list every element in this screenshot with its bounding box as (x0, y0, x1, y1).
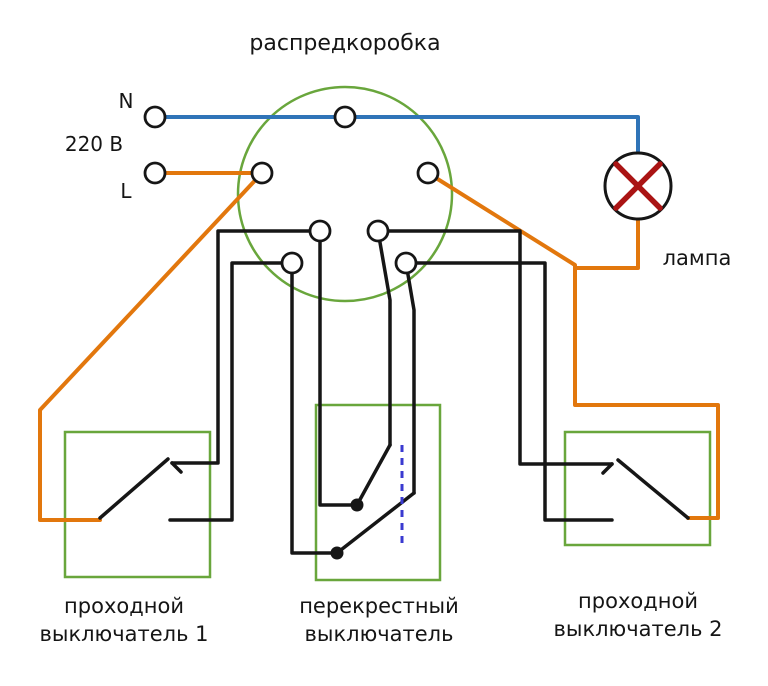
wire-switch1-contact-b (168, 261, 294, 522)
crossover-label-line1: перекрестный (299, 594, 459, 618)
crossover-lever-a (355, 443, 392, 507)
junction-box-label: распредкоробка (249, 31, 440, 56)
phase-label: L (120, 179, 132, 203)
phase-wire-to-switch2 (426, 171, 720, 520)
lamp-label: лампа (663, 246, 732, 270)
switch2-box (563, 430, 712, 547)
phase-wire-to-lamp (573, 217, 640, 270)
enclosures (63, 85, 712, 582)
switch1-contact-stub (170, 461, 183, 474)
switch2-contact-stub (601, 462, 614, 475)
crossover-junction-dots (330, 498, 364, 560)
wire-switch2-contact-a (376, 229, 614, 466)
terminal-box-c (366, 219, 390, 243)
switch1-lever (98, 457, 170, 520)
junction-dot (330, 546, 344, 560)
switch2-label-line1: проходной (578, 589, 698, 613)
terminal-box-right (416, 161, 440, 185)
terminal-neutral (143, 105, 167, 129)
lamp-symbol (603, 151, 673, 221)
neutral-label: N (119, 89, 134, 113)
terminal-box-top (333, 105, 357, 129)
crossover-label-line2: выключатель (305, 622, 454, 646)
terminal-box-a (308, 219, 332, 243)
terminal-box-left (250, 161, 274, 185)
switch1-box (63, 430, 212, 579)
terminal-phase (143, 161, 167, 185)
terminal-group (143, 105, 440, 275)
junction-dot (350, 498, 364, 512)
lamp-cross-stroke (613, 161, 663, 211)
lamp-cross-icon (613, 161, 663, 211)
wire-switch2-contact-b (404, 261, 614, 522)
voltage-label: 220 В (65, 132, 123, 156)
neutral-wire-group (153, 115, 640, 155)
switch1-label-line1: проходной (64, 594, 184, 618)
wire-crossover-out-a (376, 229, 392, 447)
terminal-circles (143, 105, 440, 275)
crossover-switch-box (314, 403, 442, 582)
junction-box-circle (236, 85, 454, 303)
phase-wire-to-switch1 (38, 171, 264, 522)
wire-crossover-in-b (290, 261, 333, 555)
phase-wire-group (38, 171, 720, 522)
wire-crossover-out-b (404, 261, 416, 495)
black-wire-group (98, 229, 690, 555)
switch1-label-line2: выключатель 1 (39, 622, 208, 646)
switch2-lever (616, 458, 690, 520)
wire-switch1-contact-a (170, 229, 322, 465)
neutral-wire (153, 115, 640, 155)
terminal-box-d (394, 251, 418, 275)
terminal-box-b (280, 251, 304, 275)
switch2-label-line2: выключатель 2 (553, 617, 722, 641)
wire-crossover-in-a (318, 229, 353, 507)
